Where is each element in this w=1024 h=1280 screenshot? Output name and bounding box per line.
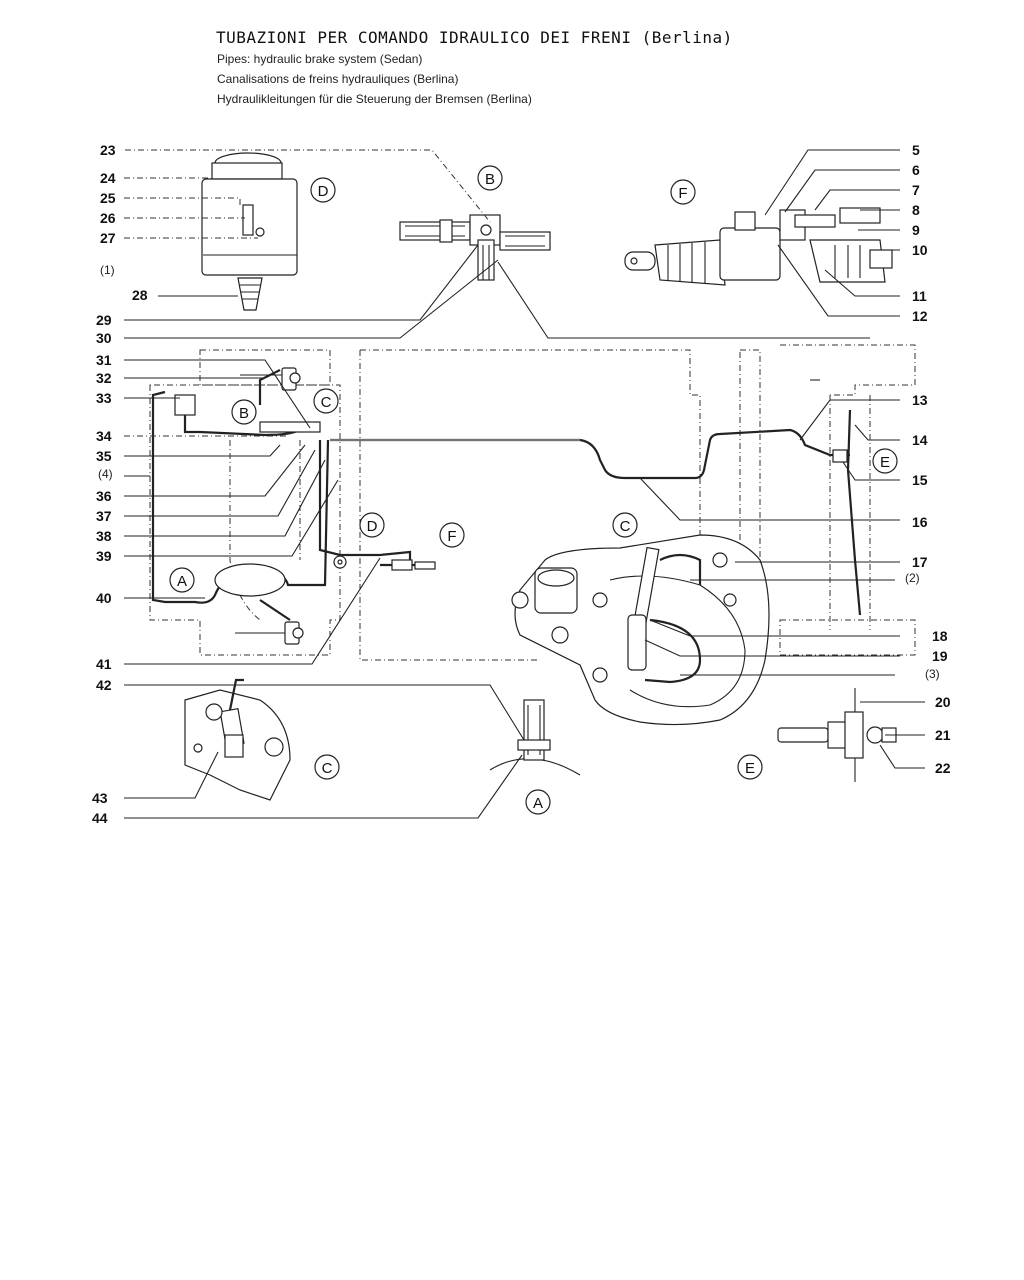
letter-a-detail: A [533, 795, 543, 812]
letter-e-detail: E [745, 760, 755, 777]
subtitle-german: Hydraulikleitungen für die Steuerung der… [217, 92, 532, 106]
detail-letter-markers: D B F C B D F A E C C A E [169, 165, 898, 815]
letter-d-main: D [367, 518, 378, 535]
callouts-right: 5 6 7 8 9 10 11 12 13 14 15 16 17 (2) 18… [905, 142, 951, 776]
subtitle-english: Pipes: hydraulic brake system (Sedan) [217, 52, 423, 66]
leader-lines [124, 149, 925, 819]
detail-d-reservoir [201, 152, 298, 311]
callout-8: 8 [912, 202, 920, 218]
callout-25: 25 [100, 190, 116, 206]
callout-28: 28 [132, 287, 148, 303]
callout-23: 23 [100, 142, 116, 158]
callout-7: 7 [912, 182, 920, 198]
callout-36: 36 [96, 488, 112, 504]
callout-39: 39 [96, 548, 112, 564]
callout-18: 18 [932, 628, 948, 644]
letter-a-main: A [177, 573, 187, 590]
detail-c-caliper [184, 678, 291, 801]
page-title: TUBAZIONI PER COMANDO IDRAULICO DEI FREN… [216, 28, 733, 47]
callout-19: 19 [932, 648, 948, 664]
callout-32: 32 [96, 370, 112, 386]
callout-33: 33 [96, 390, 112, 406]
callout-11: 11 [912, 288, 927, 304]
callout-15: 15 [912, 472, 928, 488]
callout-12: 12 [912, 308, 928, 324]
callout-27: 27 [100, 230, 116, 246]
callout-22: 22 [935, 760, 951, 776]
rear-differential-drawing [511, 534, 770, 726]
callout-34: 34 [96, 428, 112, 444]
letter-e-main: E [880, 454, 890, 471]
callout-42: 42 [96, 677, 112, 693]
callout-40: 40 [96, 590, 112, 606]
callout-38: 38 [96, 528, 112, 544]
callout-37: 37 [96, 508, 112, 524]
callout-26: 26 [100, 210, 116, 226]
callout-note-2: (2) [905, 571, 920, 585]
letter-f-main: F [447, 528, 456, 545]
callout-6: 6 [912, 162, 920, 178]
callout-note-1: (1) [100, 263, 115, 277]
letter-d-reservoir: D [318, 183, 329, 200]
callout-43: 43 [92, 790, 108, 806]
callout-13: 13 [912, 392, 928, 408]
callouts-left: 23 24 25 26 27 (1) 28 29 30 31 32 33 34 … [92, 142, 148, 826]
callout-21: 21 [935, 727, 951, 743]
callout-16: 16 [912, 514, 928, 530]
callout-14: 14 [912, 432, 928, 448]
letter-c-detail: C [322, 760, 333, 777]
callout-note-4: (4) [98, 467, 113, 481]
detail-b-tee-fitting [399, 214, 551, 281]
callout-35: 35 [96, 448, 112, 464]
callout-10: 10 [912, 242, 928, 258]
callout-44: 44 [92, 810, 108, 826]
callout-41: 41 [96, 656, 112, 672]
callout-20: 20 [935, 694, 951, 710]
letter-c-differential: C [620, 518, 631, 535]
callout-29: 29 [96, 312, 112, 328]
callout-5: 5 [912, 142, 920, 158]
letter-b-detail: B [485, 171, 495, 188]
callout-17: 17 [912, 554, 928, 570]
detail-e-bleeder [777, 688, 897, 782]
front-axle-components [174, 367, 848, 645]
callout-24: 24 [100, 170, 116, 186]
letter-b-main: B [239, 405, 249, 422]
letter-f-detail: F [678, 185, 687, 202]
callout-note-3: (3) [925, 667, 940, 681]
callout-31: 31 [96, 352, 112, 368]
callout-9: 9 [912, 222, 920, 238]
detail-a-bulkhead-fitting [489, 699, 581, 776]
letter-c-main: C [321, 394, 332, 411]
subtitle-french: Canalisations de freins hydrauliques (Be… [217, 72, 459, 86]
detail-f-master-cylinder [624, 207, 893, 286]
callout-30: 30 [96, 330, 112, 346]
